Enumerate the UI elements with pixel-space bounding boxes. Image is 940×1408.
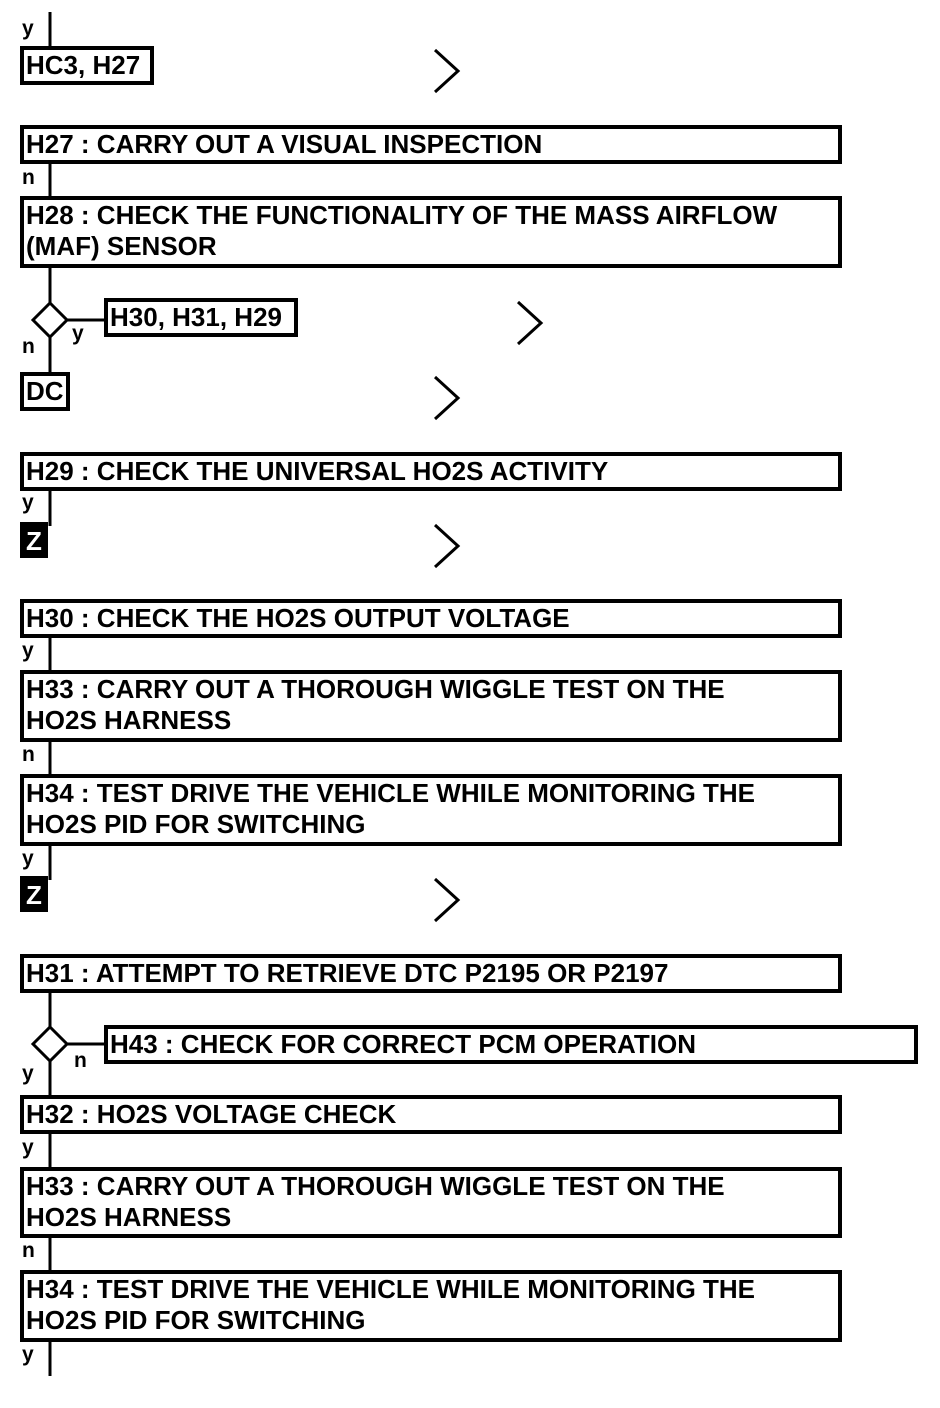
step-label-line: H33 : CARRY OUT A THOROUGH WIGGLE TEST O… (26, 1171, 725, 1201)
no-label: n (22, 335, 35, 358)
yes-label: y (22, 639, 34, 662)
yes-label: y (22, 1062, 34, 1085)
step-label-line: H34 : TEST DRIVE THE VEHICLE WHILE MONIT… (26, 1274, 756, 1304)
step-label-line: H28 : CHECK THE FUNCTIONALITY OF THE MAS… (26, 200, 778, 230)
no-label: n (22, 743, 35, 766)
step-h30-h31-h29: H30, H31, H29 (104, 298, 298, 337)
step-label-line: HO2S PID FOR SWITCHING (26, 809, 366, 839)
chevron-right-icon (516, 300, 544, 346)
yes-label: y (22, 1343, 34, 1366)
step-label: H43 : CHECK FOR CORRECT PCM OPERATION (110, 1029, 696, 1059)
step-h30: H30 : CHECK THE HO2S OUTPUT VOLTAGE (20, 599, 842, 638)
step-label-line: HO2S PID FOR SWITCHING (26, 1305, 366, 1335)
step-label-line: HO2S HARNESS (26, 705, 232, 735)
no-label: n (22, 1239, 35, 1262)
decision-diamond (30, 1024, 70, 1064)
step-h34: H34 : TEST DRIVE THE VEHICLE WHILE MONIT… (20, 774, 842, 846)
step-label: H31 : ATTEMPT TO RETRIEVE DTC P2195 OR P… (26, 958, 669, 988)
decision-diamond (30, 300, 70, 340)
step-label-line: H34 : TEST DRIVE THE VEHICLE WHILE MONIT… (26, 778, 756, 808)
step-label: Z (26, 526, 42, 556)
step-label-line: (MAF) SENSOR (26, 231, 217, 261)
step-z: Z (20, 522, 48, 558)
step-label: H32 : HO2S VOLTAGE CHECK (26, 1099, 397, 1129)
chevron-right-icon (433, 877, 461, 923)
step-label: H29 : CHECK THE UNIVERSAL HO2S ACTIVITY (26, 456, 609, 486)
step-label: DC (26, 376, 64, 406)
step-h33: H33 : CARRY OUT A THOROUGH WIGGLE TEST O… (20, 670, 842, 742)
step-label-line: H33 : CARRY OUT A THOROUGH WIGGLE TEST O… (26, 674, 725, 704)
yes-label: y (22, 1136, 34, 1159)
yes-label: y (22, 17, 34, 40)
step-label: HC3, H27 (26, 50, 141, 80)
step-label: H30 : CHECK THE HO2S OUTPUT VOLTAGE (26, 603, 570, 633)
step-h31: H31 : ATTEMPT TO RETRIEVE DTC P2195 OR P… (20, 954, 842, 993)
no-label: n (74, 1049, 87, 1072)
step-h32: H32 : HO2S VOLTAGE CHECK (20, 1095, 842, 1134)
step-dc: DC (20, 372, 70, 411)
yes-label: y (22, 847, 34, 870)
step-label-line: HO2S HARNESS (26, 1202, 232, 1232)
step-hc3-h27: HC3, H27 (20, 46, 154, 85)
step-h27: H27 : CARRY OUT A VISUAL INSPECTION (20, 125, 842, 164)
step-h29: H29 : CHECK THE UNIVERSAL HO2S ACTIVITY (20, 452, 842, 491)
no-label: n (22, 166, 35, 189)
step-h34: H34 : TEST DRIVE THE VEHICLE WHILE MONIT… (20, 1270, 842, 1342)
step-z: Z (20, 876, 48, 912)
chevron-right-icon (433, 48, 461, 94)
yes-label: y (22, 491, 34, 514)
step-h28: H28 : CHECK THE FUNCTIONALITY OF THE MAS… (20, 196, 842, 268)
step-label: Z (26, 880, 42, 910)
yes-label: y (72, 322, 84, 345)
step-label: H27 : CARRY OUT A VISUAL INSPECTION (26, 129, 543, 159)
step-h43: H43 : CHECK FOR CORRECT PCM OPERATION (104, 1025, 918, 1064)
step-label: H30, H31, H29 (110, 302, 282, 332)
chevron-right-icon (433, 523, 461, 569)
step-h33: H33 : CARRY OUT A THOROUGH WIGGLE TEST O… (20, 1167, 842, 1238)
chevron-right-icon (433, 375, 461, 421)
